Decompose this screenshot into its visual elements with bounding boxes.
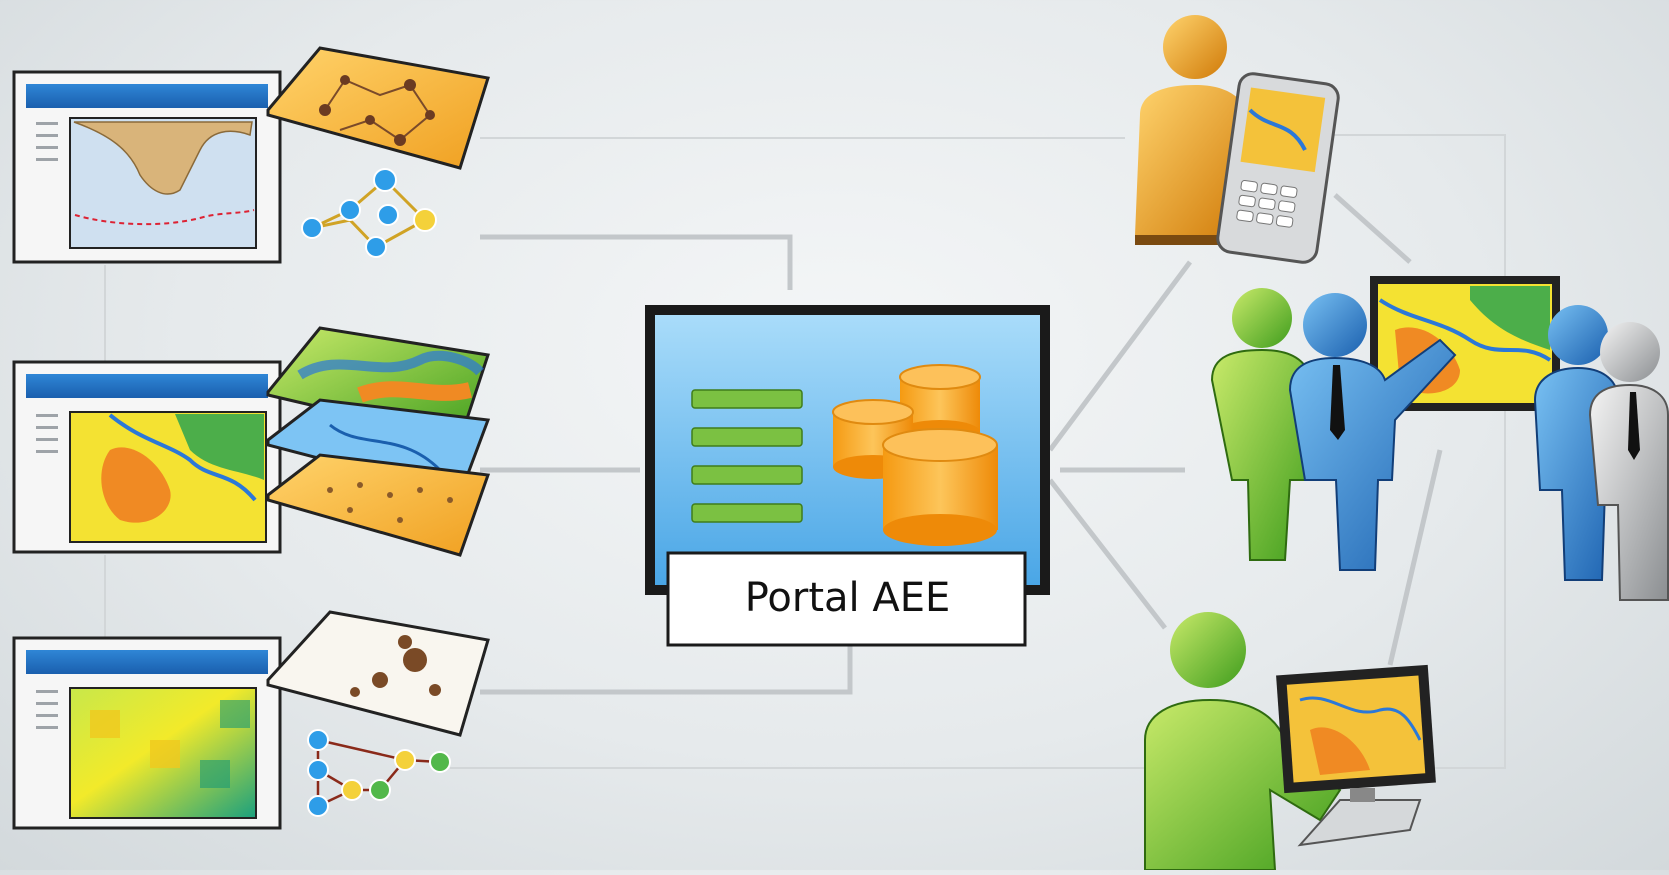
team-presentation [1210,276,1669,601]
portal-server [645,305,1050,647]
group-presentation-icon [1210,276,1669,601]
list-icon [691,389,803,523]
thin-connectors [104,134,1506,769]
vector-layer-icon [266,46,490,170]
person-computer-icon [1144,612,1436,871]
heatmap-app [12,610,490,830]
layered-raster-map-app [12,326,491,557]
network-graph-icon [301,168,437,258]
mobile-user [1135,15,1340,264]
database-icon [832,364,998,546]
portal-label-box [666,551,1027,647]
network-graph-icon [307,729,451,817]
desktop-user [1144,612,1436,871]
connector-lines [480,193,1443,695]
points-layer-icon [266,453,491,557]
vector-map-app [12,46,490,264]
person-phone-icon [1135,15,1340,264]
